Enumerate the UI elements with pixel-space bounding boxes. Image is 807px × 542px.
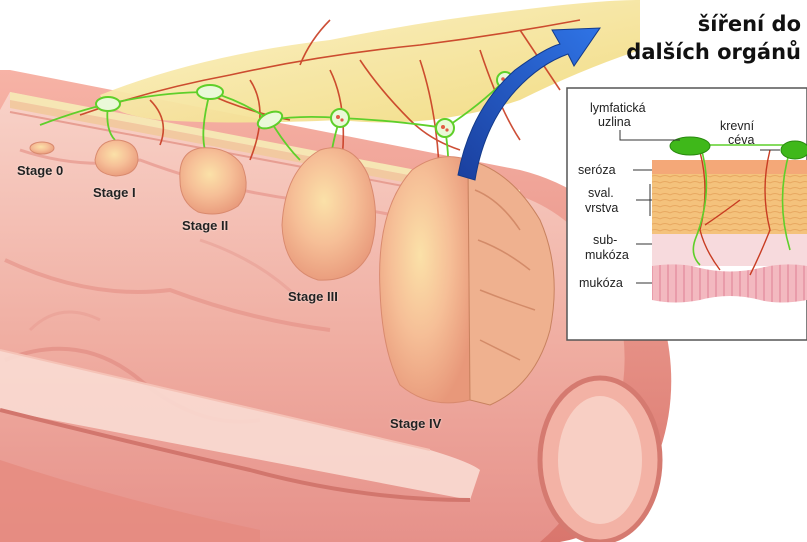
layer-label-submucosa-line-2: mukóza [585, 248, 629, 263]
layer-label-serosa: seróza [578, 163, 616, 178]
layer-label-muscle-line-2: vrstva [585, 201, 618, 216]
stage-label-4: Stage IV [390, 416, 441, 431]
lymph-node-label-line-1: lymfatická [590, 101, 646, 115]
blood-vessel-label-line-2: céva [728, 133, 754, 147]
fat-tissue [100, 0, 640, 123]
page-title-line-2: dalších orgánů [626, 40, 801, 64]
stage-label-0: Stage 0 [17, 163, 63, 178]
tumor-stage-0 [30, 142, 54, 154]
page-title-line-1: šíření do [698, 12, 801, 36]
layer-label-muscle-line-1: sval. [588, 186, 614, 201]
blood-vessel-label-line-1: krevní [720, 119, 754, 133]
stage-label-3: Stage III [288, 289, 338, 304]
layer-label-mucosa: mukóza [579, 276, 623, 291]
tumor-stage-1 [95, 140, 138, 176]
layer-label-submucosa-line-1: sub- [593, 233, 617, 248]
lymph-node-label-line-2: uzlina [598, 115, 631, 129]
stage-label-1: Stage I [93, 185, 136, 200]
stage-label-2: Stage II [182, 218, 228, 233]
